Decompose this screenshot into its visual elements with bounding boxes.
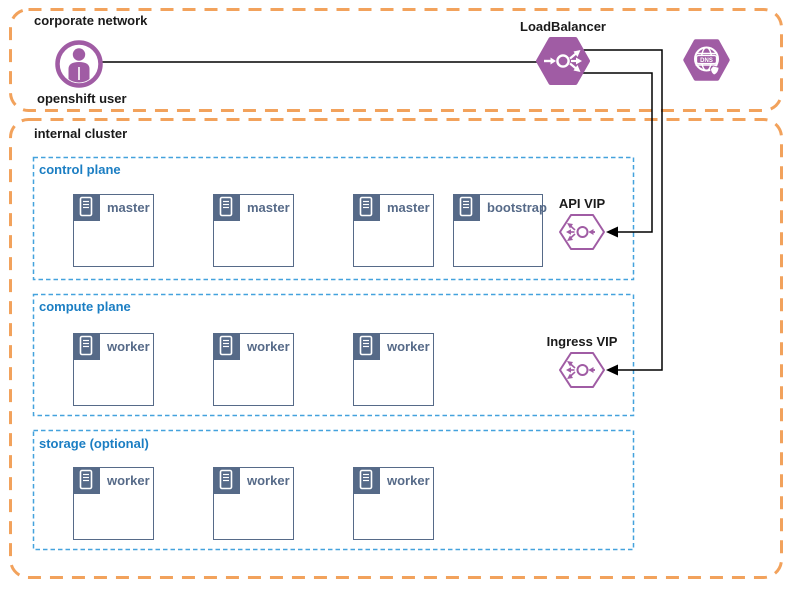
node-master-3: master [352, 193, 434, 267]
node-label: worker [107, 473, 150, 488]
server-icon [352, 332, 380, 360]
control-plane-label: control plane [39, 162, 121, 177]
control-plane-boundary [32, 156, 635, 281]
connector-loadbalancer-ingress-vip [583, 49, 663, 371]
arrowhead-api-vip [606, 226, 618, 238]
node-worker-1: worker [72, 332, 154, 406]
node-label: worker [107, 339, 150, 354]
api-vip-icon [559, 214, 605, 250]
arrowhead-ingress-vip [606, 364, 618, 376]
ingress-vip-label: Ingress VIP [546, 334, 618, 349]
node-label: master [247, 200, 290, 215]
server-icon [212, 466, 240, 494]
server-icon [352, 193, 380, 221]
node-master-2: master [212, 193, 294, 267]
connector-loadbalancer-api-vip [583, 72, 653, 233]
server-icon [212, 332, 240, 360]
load-balancer-icon [536, 37, 590, 85]
node-label: master [387, 200, 430, 215]
server-icon [352, 466, 380, 494]
node-storage-worker-2: worker [212, 466, 294, 540]
internal-cluster-boundary [9, 118, 783, 579]
openshift-user-label: openshift user [37, 91, 127, 106]
user-icon [55, 40, 103, 88]
storage-label: storage (optional) [39, 436, 149, 451]
loadbalancer-label: LoadBalancer [520, 19, 606, 34]
server-icon [72, 332, 100, 360]
compute-plane-label: compute plane [39, 299, 131, 314]
server-icon [72, 193, 100, 221]
corporate-network-boundary [9, 8, 783, 112]
node-label: worker [387, 473, 430, 488]
node-master-1: master [72, 193, 154, 267]
server-icon [72, 466, 100, 494]
storage-boundary [32, 429, 635, 551]
node-worker-3: worker [352, 332, 434, 406]
node-storage-worker-3: worker [352, 466, 434, 540]
compute-plane-boundary [32, 293, 635, 417]
node-label: bootstrap [487, 200, 547, 215]
node-label: worker [247, 473, 290, 488]
internal-cluster-label: internal cluster [34, 126, 128, 141]
api-vip-label: API VIP [558, 196, 606, 211]
node-label: master [107, 200, 150, 215]
node-worker-2: worker [212, 332, 294, 406]
server-icon [212, 193, 240, 221]
node-label: worker [387, 339, 430, 354]
node-bootstrap: bootstrap [452, 193, 547, 267]
server-icon [452, 193, 480, 221]
node-storage-worker-1: worker [72, 466, 154, 540]
corporate-network-label: corporate network [34, 13, 148, 28]
dns-icon: DNS [683, 39, 730, 81]
node-label: worker [247, 339, 290, 354]
ingress-vip-icon [559, 352, 605, 388]
dns-badge-text: DNS [700, 58, 713, 64]
